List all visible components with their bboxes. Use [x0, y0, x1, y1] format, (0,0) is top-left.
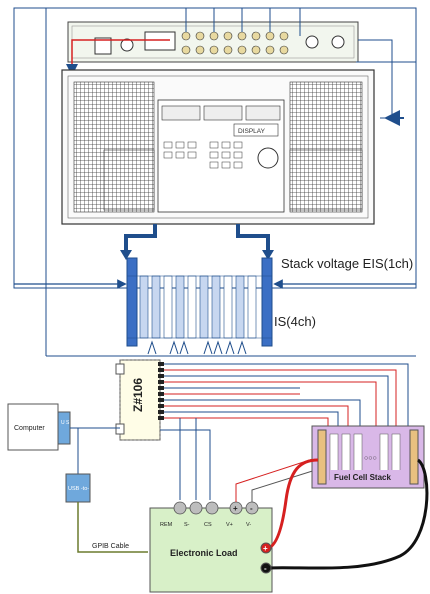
plus-sign: + — [263, 544, 268, 553]
rear-panel — [67, 21, 359, 63]
cable-connectors — [158, 362, 164, 420]
v-plus-label: V+ — [226, 522, 233, 528]
gpib-cable-label: GPIB Cable — [92, 543, 129, 550]
computer-box: Computer U S B — [7, 403, 75, 451]
z-to-load — [160, 418, 211, 500]
load-plus-sign: + — [233, 504, 238, 513]
arrowhead-right — [262, 250, 274, 260]
stack-cells — [126, 257, 273, 347]
is-label: IS(4ch) — [274, 314, 316, 329]
eis-instrument: DISPLAY — [61, 69, 375, 225]
red-power-cable — [267, 458, 319, 550]
red-signal-line — [66, 39, 170, 76]
load-minus-sign: - — [250, 504, 253, 513]
z106-device: Z#106 — [115, 359, 161, 441]
minus-sign: - — [264, 564, 267, 573]
usb-gpib-adapter: USB -to- GPIB — [65, 473, 104, 503]
sense-arrows — [147, 340, 247, 355]
display-label: DISPLAY — [238, 128, 266, 135]
load-plus-terminal — [260, 542, 272, 554]
electronic-load-label: Electronic Load — [170, 548, 238, 558]
gpib-cable — [77, 502, 148, 553]
sense-lines — [235, 455, 323, 502]
stack-arrows — [124, 224, 270, 252]
usb-label: U S B — [61, 420, 75, 426]
z106-label: Z#106 — [131, 378, 145, 412]
load-terminals — [173, 501, 259, 515]
stack-voltage-label: Stack voltage EIS(1ch) — [281, 256, 413, 271]
load-minus-terminal — [260, 562, 272, 574]
computer-label: Computer — [14, 425, 45, 432]
electronic-load: Electronic Load — [149, 507, 273, 593]
v-minus-label: V- — [246, 522, 251, 528]
cs-label: CS — [204, 522, 212, 528]
fuel-cell-stack: ○○○ Fuel Cell Stack — [311, 425, 425, 489]
usb-gpib-label: USB -to- GPIB — [68, 486, 104, 492]
dots-label: ○○○ — [364, 455, 377, 462]
z106-cables — [158, 363, 409, 428]
arrowhead-left — [120, 250, 132, 260]
fuel-cell-label: Fuel Cell Stack — [334, 473, 391, 482]
s-minus-label: S- — [184, 522, 190, 528]
black-power-cable — [267, 458, 429, 570]
rem-label: REM — [160, 522, 173, 528]
